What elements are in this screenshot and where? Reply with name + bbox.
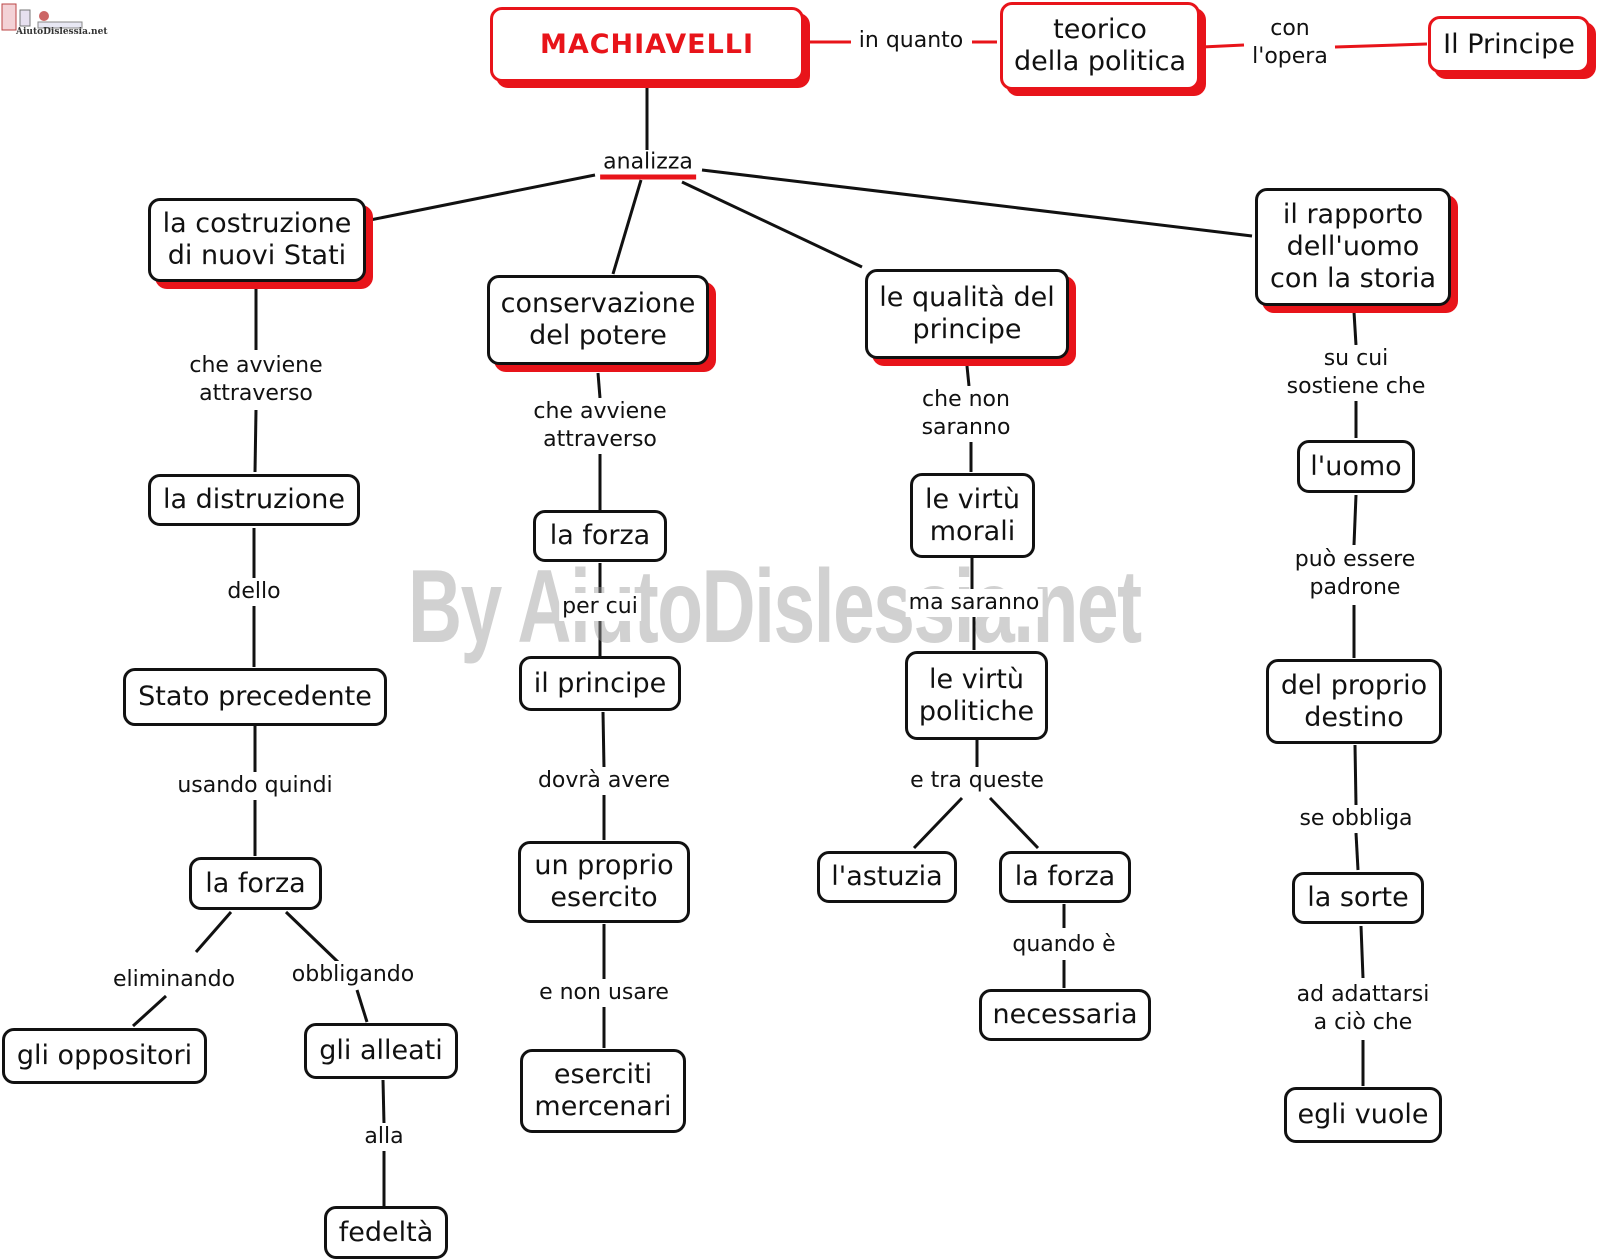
link-label-tra-queste: e tra queste (907, 767, 1047, 795)
link-label-in-quanto: in quanto (855, 27, 967, 55)
link-label-usando-quindi: usando quindi (174, 772, 336, 800)
node-fedelta[interactable]: fedeltà (324, 1206, 448, 1259)
node-machiavelli[interactable]: MACHIAVELLI (490, 7, 804, 82)
node-la-forza-2[interactable]: la forza (533, 510, 667, 562)
logo-text: AiutoDislessia.net (16, 27, 108, 37)
link-label-adattarsi: ad adattarsi a ciò che (1293, 981, 1433, 1037)
node-necessaria[interactable]: necessaria (979, 989, 1151, 1041)
link-label-con-opera: con l'opera (1249, 15, 1331, 71)
link-label-quando-e: quando è (1009, 931, 1119, 959)
link-label-non-usare: e non usare (536, 979, 672, 1007)
node-gli-oppositori[interactable]: gli oppositori (2, 1028, 207, 1084)
node-virtu-morali[interactable]: le virtù morali (910, 473, 1035, 558)
link-label-per-cui: per cui (559, 593, 641, 621)
node-astuzia[interactable]: l'astuzia (817, 851, 957, 903)
node-il-principe[interactable]: il principe (519, 656, 681, 711)
link-label-dovra-avere: dovrà avere (534, 767, 674, 795)
node-proprio-esercito[interactable]: un proprio esercito (518, 841, 690, 923)
node-distruzione[interactable]: la distruzione (148, 474, 360, 526)
link-label-alla: alla (361, 1123, 407, 1151)
link-label-che-non-saranno: che non saranno (918, 386, 1014, 442)
node-la-forza-1[interactable]: la forza (189, 857, 322, 910)
node-la-sorte[interactable]: la sorte (1292, 872, 1424, 924)
node-teorico-politica[interactable]: teorico della politica (1000, 2, 1200, 90)
node-qualita-principe[interactable]: le qualità del principe (865, 269, 1069, 359)
node-machiavelli-label: MACHIAVELLI (539, 28, 755, 60)
node-la-forza-3[interactable]: la forza (999, 851, 1131, 903)
node-stato-precedente[interactable]: Stato precedente (123, 668, 387, 726)
link-label-obbligando: obbligando (288, 961, 418, 989)
link-label-eliminando: eliminando (109, 966, 239, 994)
link-label-dello: dello (224, 578, 284, 606)
link-label-su-cui: su cui sostiene che (1283, 345, 1429, 401)
node-gli-alleati[interactable]: gli alleati (304, 1023, 458, 1079)
link-label-puo-essere: può essere padrone (1291, 546, 1419, 602)
logo-icon (1, 3, 83, 31)
link-label-analizza: analizza (600, 150, 696, 180)
node-l-uomo[interactable]: l'uomo (1297, 440, 1415, 493)
node-eserciti-mercenari[interactable]: eserciti mercenari (520, 1049, 686, 1133)
link-label-avviene-1: che avviene attraverso (186, 352, 326, 408)
link-label-ma-saranno: ma saranno (905, 589, 1043, 617)
node-egli-vuole[interactable]: egli vuole (1284, 1087, 1442, 1143)
node-proprio-destino[interactable]: del proprio destino (1266, 659, 1442, 744)
node-virtu-politiche[interactable]: le virtù politiche (905, 651, 1048, 740)
node-conservazione-potere[interactable]: conservazione del potere (487, 275, 709, 365)
node-costruzione-stati[interactable]: la costruzione di nuovi Stati (148, 198, 366, 282)
link-label-avviene-2: che avviene attraverso (530, 398, 670, 454)
node-il-principe-opera[interactable]: Il Principe (1428, 16, 1590, 73)
node-rapporto-uomo-storia[interactable]: il rapporto dell'uomo con la storia (1255, 188, 1451, 306)
site-logo: AiutoDislessia.net (0, 0, 108, 38)
link-label-se-obbliga: se obbliga (1296, 805, 1416, 833)
